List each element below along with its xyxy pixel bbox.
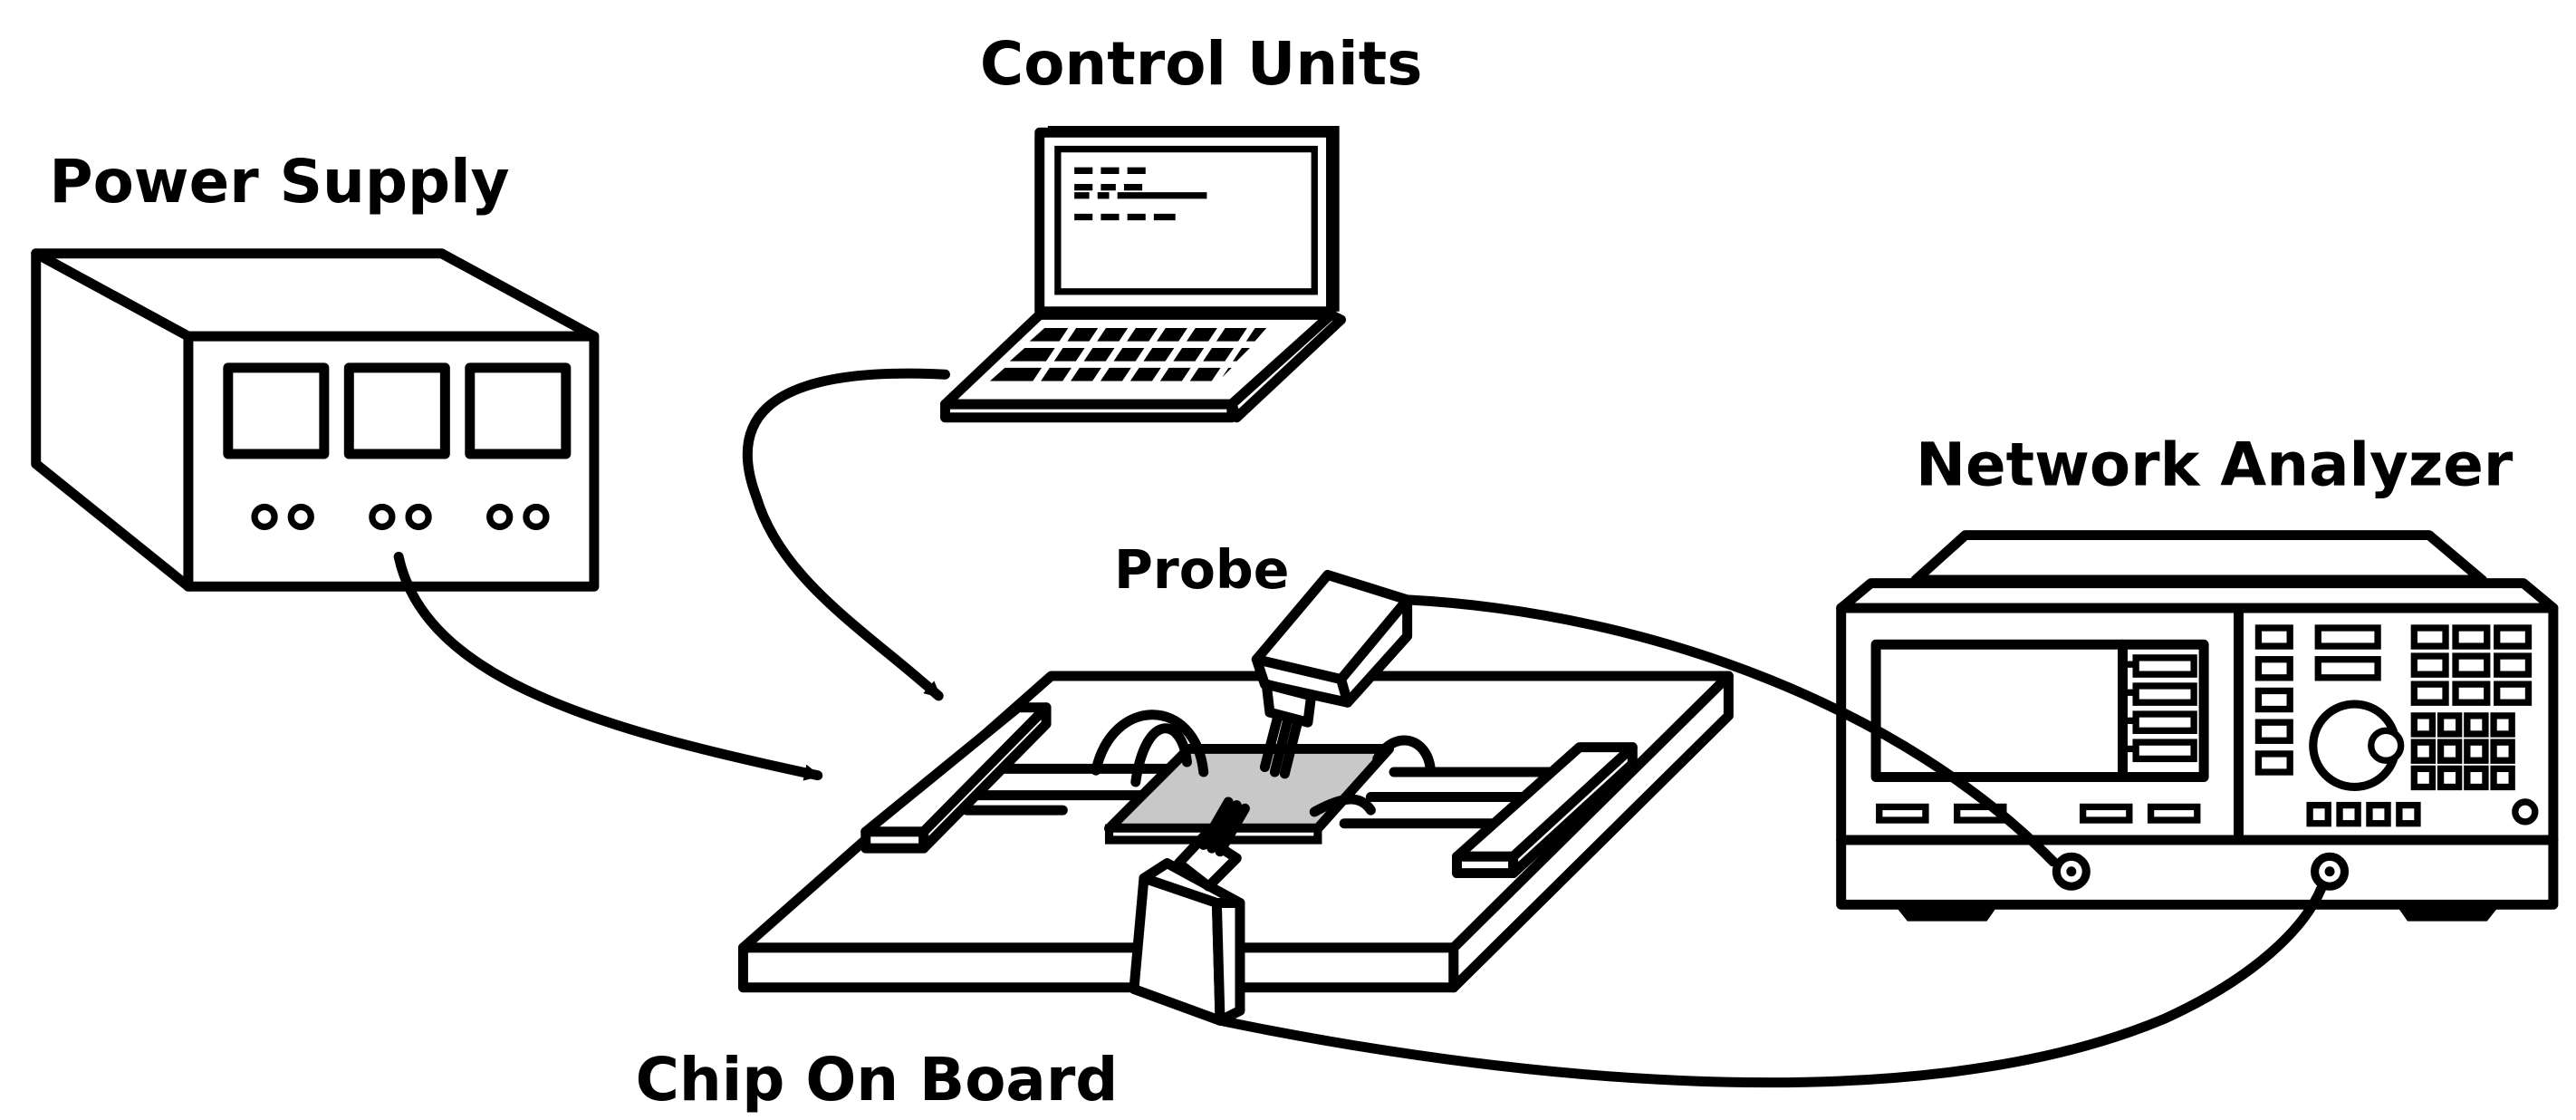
- cable-probe-to-analyzer-port1: [1402, 594, 2059, 867]
- top-probe-icon: [1251, 569, 1413, 779]
- network-analyzer-icon: [1836, 530, 2559, 922]
- label-control-units: Control Units: [980, 29, 1422, 99]
- label-chip-on-board: Chip On Board: [636, 1045, 1119, 1115]
- label-network-analyzer: Network Analyzer: [1916, 430, 2514, 500]
- cable-laptop-to-board: [742, 368, 951, 701]
- cable-probe-to-analyzer-port2: [1215, 883, 2327, 1088]
- bottom-probe-icon: [1129, 797, 1250, 1026]
- bond-wires: [1091, 710, 1436, 817]
- cable-power-to-board: [393, 551, 823, 781]
- laptop-icon: [940, 125, 1346, 423]
- label-probe: Probe: [1114, 539, 1289, 601]
- power-supply-icon: [31, 248, 600, 592]
- label-power-supply: Power Supply: [49, 147, 509, 217]
